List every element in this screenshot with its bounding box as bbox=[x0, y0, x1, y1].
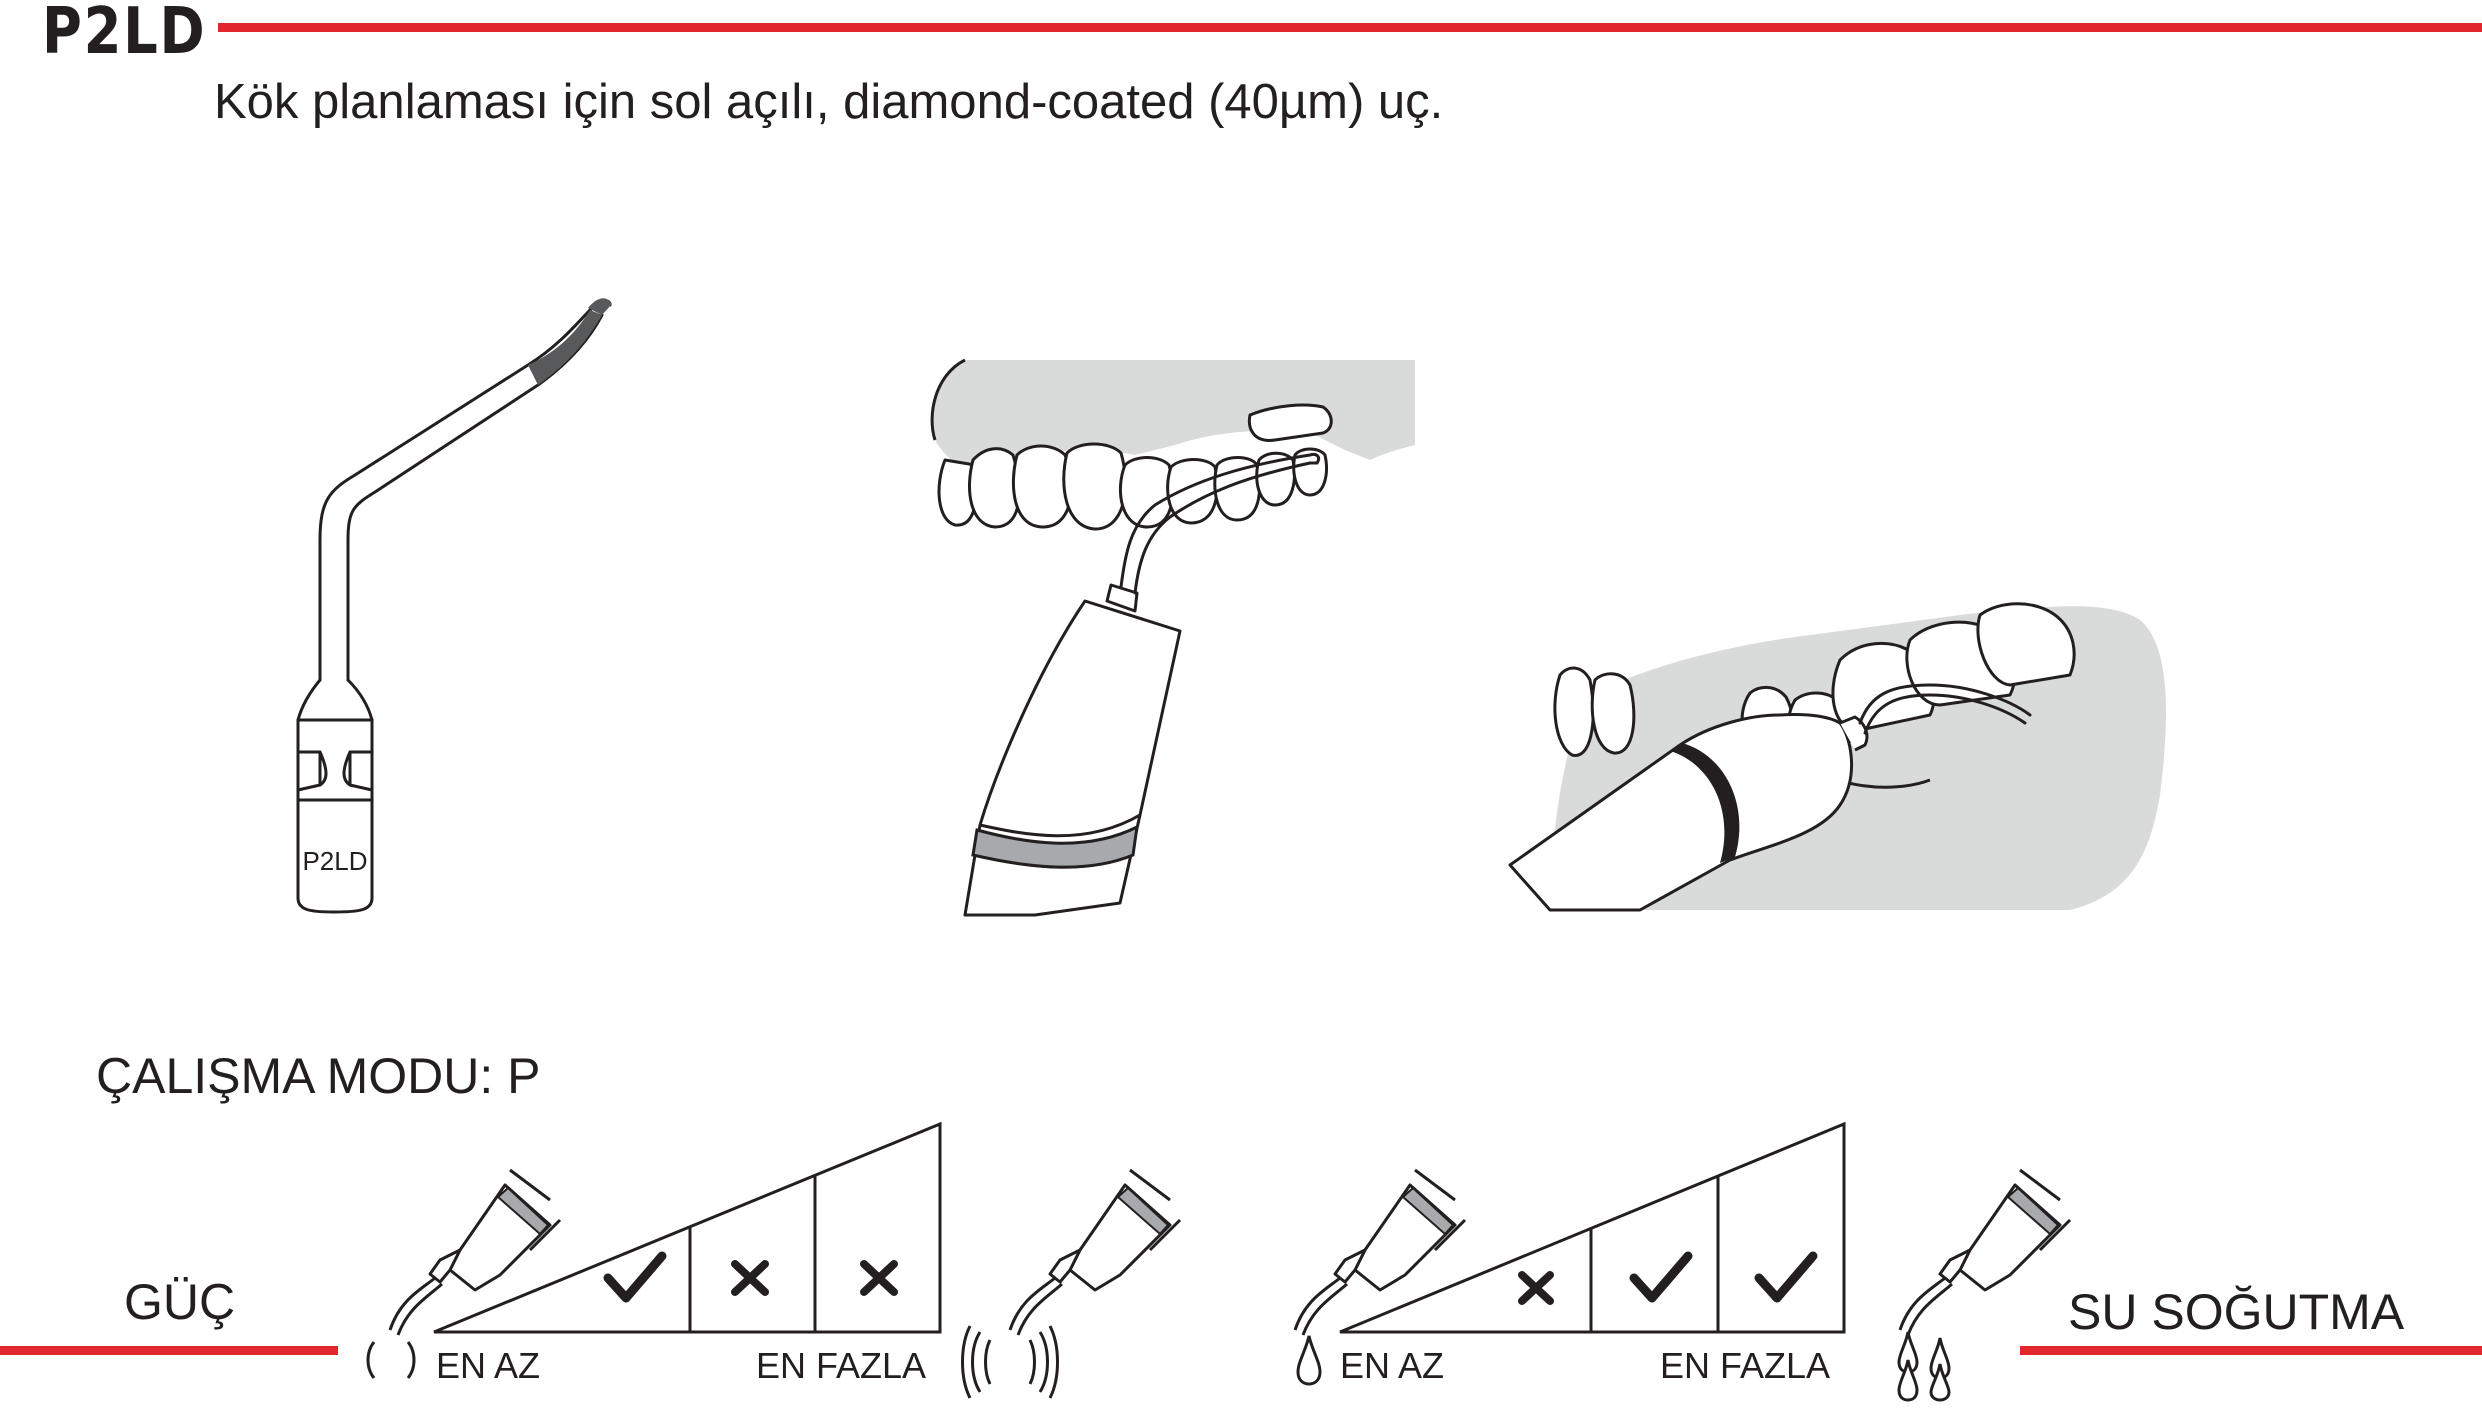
power-max-label: EN FAZLA bbox=[756, 1345, 927, 1386]
header-red-rule bbox=[218, 23, 2482, 32]
check-icon bbox=[1754, 1251, 1818, 1303]
water-cooling-label: SU SOĞUTMA bbox=[2068, 1284, 2405, 1340]
water-max-label: EN FAZLA bbox=[1660, 1345, 1831, 1386]
tip-illustration: P2LD bbox=[296, 298, 612, 914]
check-icon bbox=[1629, 1251, 1693, 1303]
tip-engraving: P2LD bbox=[302, 846, 367, 876]
front-teeth-illustration bbox=[930, 358, 1415, 917]
power-level-ramp bbox=[433, 1121, 942, 1334]
power-handpiece-right-icon bbox=[1008, 1168, 1182, 1336]
water-drop-icon bbox=[1296, 1335, 1322, 1386]
power-label: GÜÇ bbox=[124, 1274, 236, 1330]
power-min-label: EN AZ bbox=[436, 1345, 541, 1386]
low-vibration-icon bbox=[366, 1341, 416, 1379]
water-level-ramp bbox=[1339, 1121, 1846, 1334]
high-vibration-icon bbox=[961, 1325, 1059, 1399]
operating-mode-label: ÇALIŞMA MODU: P bbox=[96, 1048, 541, 1104]
water-red-rule bbox=[2020, 1346, 2482, 1355]
water-min-label: EN AZ bbox=[1340, 1345, 1445, 1386]
water-drops-icon bbox=[1897, 1331, 1951, 1402]
product-description: Kök planlaması için sol açılı, diamond-c… bbox=[214, 75, 1444, 129]
product-code-title: P2LD bbox=[42, 0, 207, 69]
cross-icon bbox=[1518, 1271, 1554, 1305]
check-icon bbox=[603, 1251, 667, 1303]
lower-jaw-illustration bbox=[1508, 602, 2166, 912]
power-handpiece-left-icon bbox=[388, 1168, 562, 1336]
cross-icon bbox=[731, 1260, 769, 1296]
water-handpiece-left-icon bbox=[1293, 1168, 1467, 1336]
cross-icon bbox=[860, 1260, 898, 1296]
power-red-rule bbox=[0, 1346, 338, 1355]
water-handpiece-right-icon bbox=[1898, 1168, 2072, 1336]
